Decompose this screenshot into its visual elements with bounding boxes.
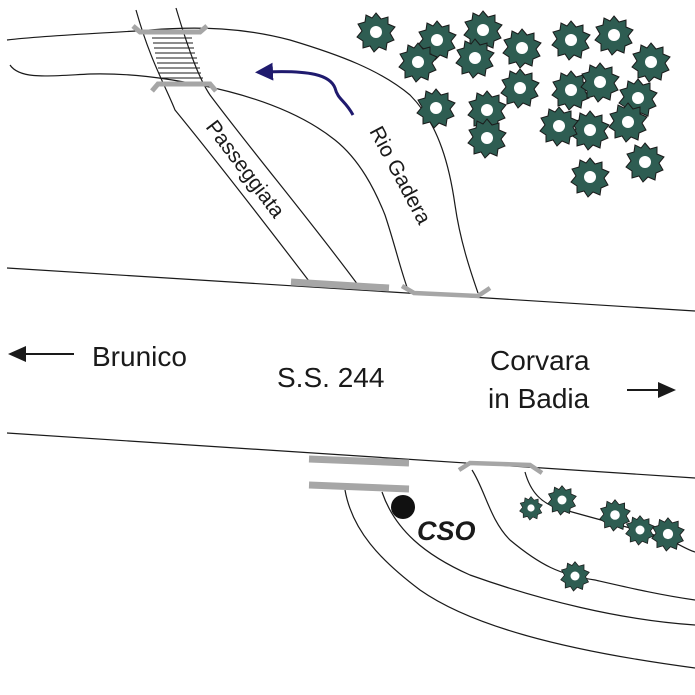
tree-icon bbox=[651, 517, 685, 552]
outfall-west-bank bbox=[344, 489, 695, 669]
tree-icon bbox=[570, 157, 610, 198]
cso-marker bbox=[391, 495, 415, 519]
outfall-east-bank bbox=[381, 491, 695, 626]
arrow-right-icon bbox=[627, 382, 676, 398]
promenade-path bbox=[135, 7, 359, 286]
tree-icon bbox=[594, 15, 634, 56]
tree-icon bbox=[519, 496, 543, 521]
tree-icon bbox=[416, 88, 456, 129]
tree-icon bbox=[560, 561, 590, 592]
road-label: S.S. 244 bbox=[277, 362, 384, 393]
river-north-bank bbox=[6, 27, 479, 294]
promenade-west-edge bbox=[135, 9, 313, 286]
river-label: Rio Gadera bbox=[365, 123, 436, 229]
tree-icon bbox=[551, 20, 591, 61]
east-destination-label-line2: in Badia bbox=[488, 383, 590, 414]
cso-label: CSO bbox=[417, 516, 476, 546]
road-north-edge bbox=[6, 267, 695, 312]
river-channel-upper bbox=[6, 27, 479, 294]
tree-icon bbox=[580, 62, 620, 103]
east-destination-label-line1: Corvara bbox=[490, 345, 590, 376]
creek-culvert bbox=[457, 460, 544, 475]
footbridge-deck bbox=[152, 37, 203, 79]
tree-icon bbox=[356, 12, 396, 53]
promenade-east-edge bbox=[175, 7, 359, 286]
river-south-bank bbox=[9, 64, 409, 291]
tree-icon bbox=[502, 28, 542, 69]
promenade-label: Passeggiata bbox=[201, 116, 289, 222]
creek-west-bank bbox=[471, 469, 695, 601]
tree-icon bbox=[539, 106, 579, 147]
road-bridges-north bbox=[290, 278, 390, 292]
promenade-crossing bbox=[290, 278, 390, 292]
tree-icon bbox=[631, 42, 671, 83]
flow-direction-arrow-icon bbox=[255, 62, 355, 116]
tree-icon bbox=[625, 515, 655, 546]
tree-icon bbox=[625, 142, 665, 183]
river-culvert-north bbox=[400, 284, 492, 299]
outfall-channel bbox=[344, 489, 695, 669]
road-ss244 bbox=[6, 267, 695, 479]
tree-icon bbox=[570, 110, 610, 151]
west-destination-label: Brunico bbox=[92, 341, 187, 372]
road-south-edge bbox=[6, 432, 695, 479]
tree-icon bbox=[500, 68, 540, 109]
footbridge bbox=[131, 24, 218, 93]
arrow-left-icon bbox=[8, 346, 74, 362]
footbridge-rails bbox=[131, 24, 218, 93]
outfall-culvert bbox=[308, 455, 410, 493]
tree-icon bbox=[547, 485, 577, 516]
